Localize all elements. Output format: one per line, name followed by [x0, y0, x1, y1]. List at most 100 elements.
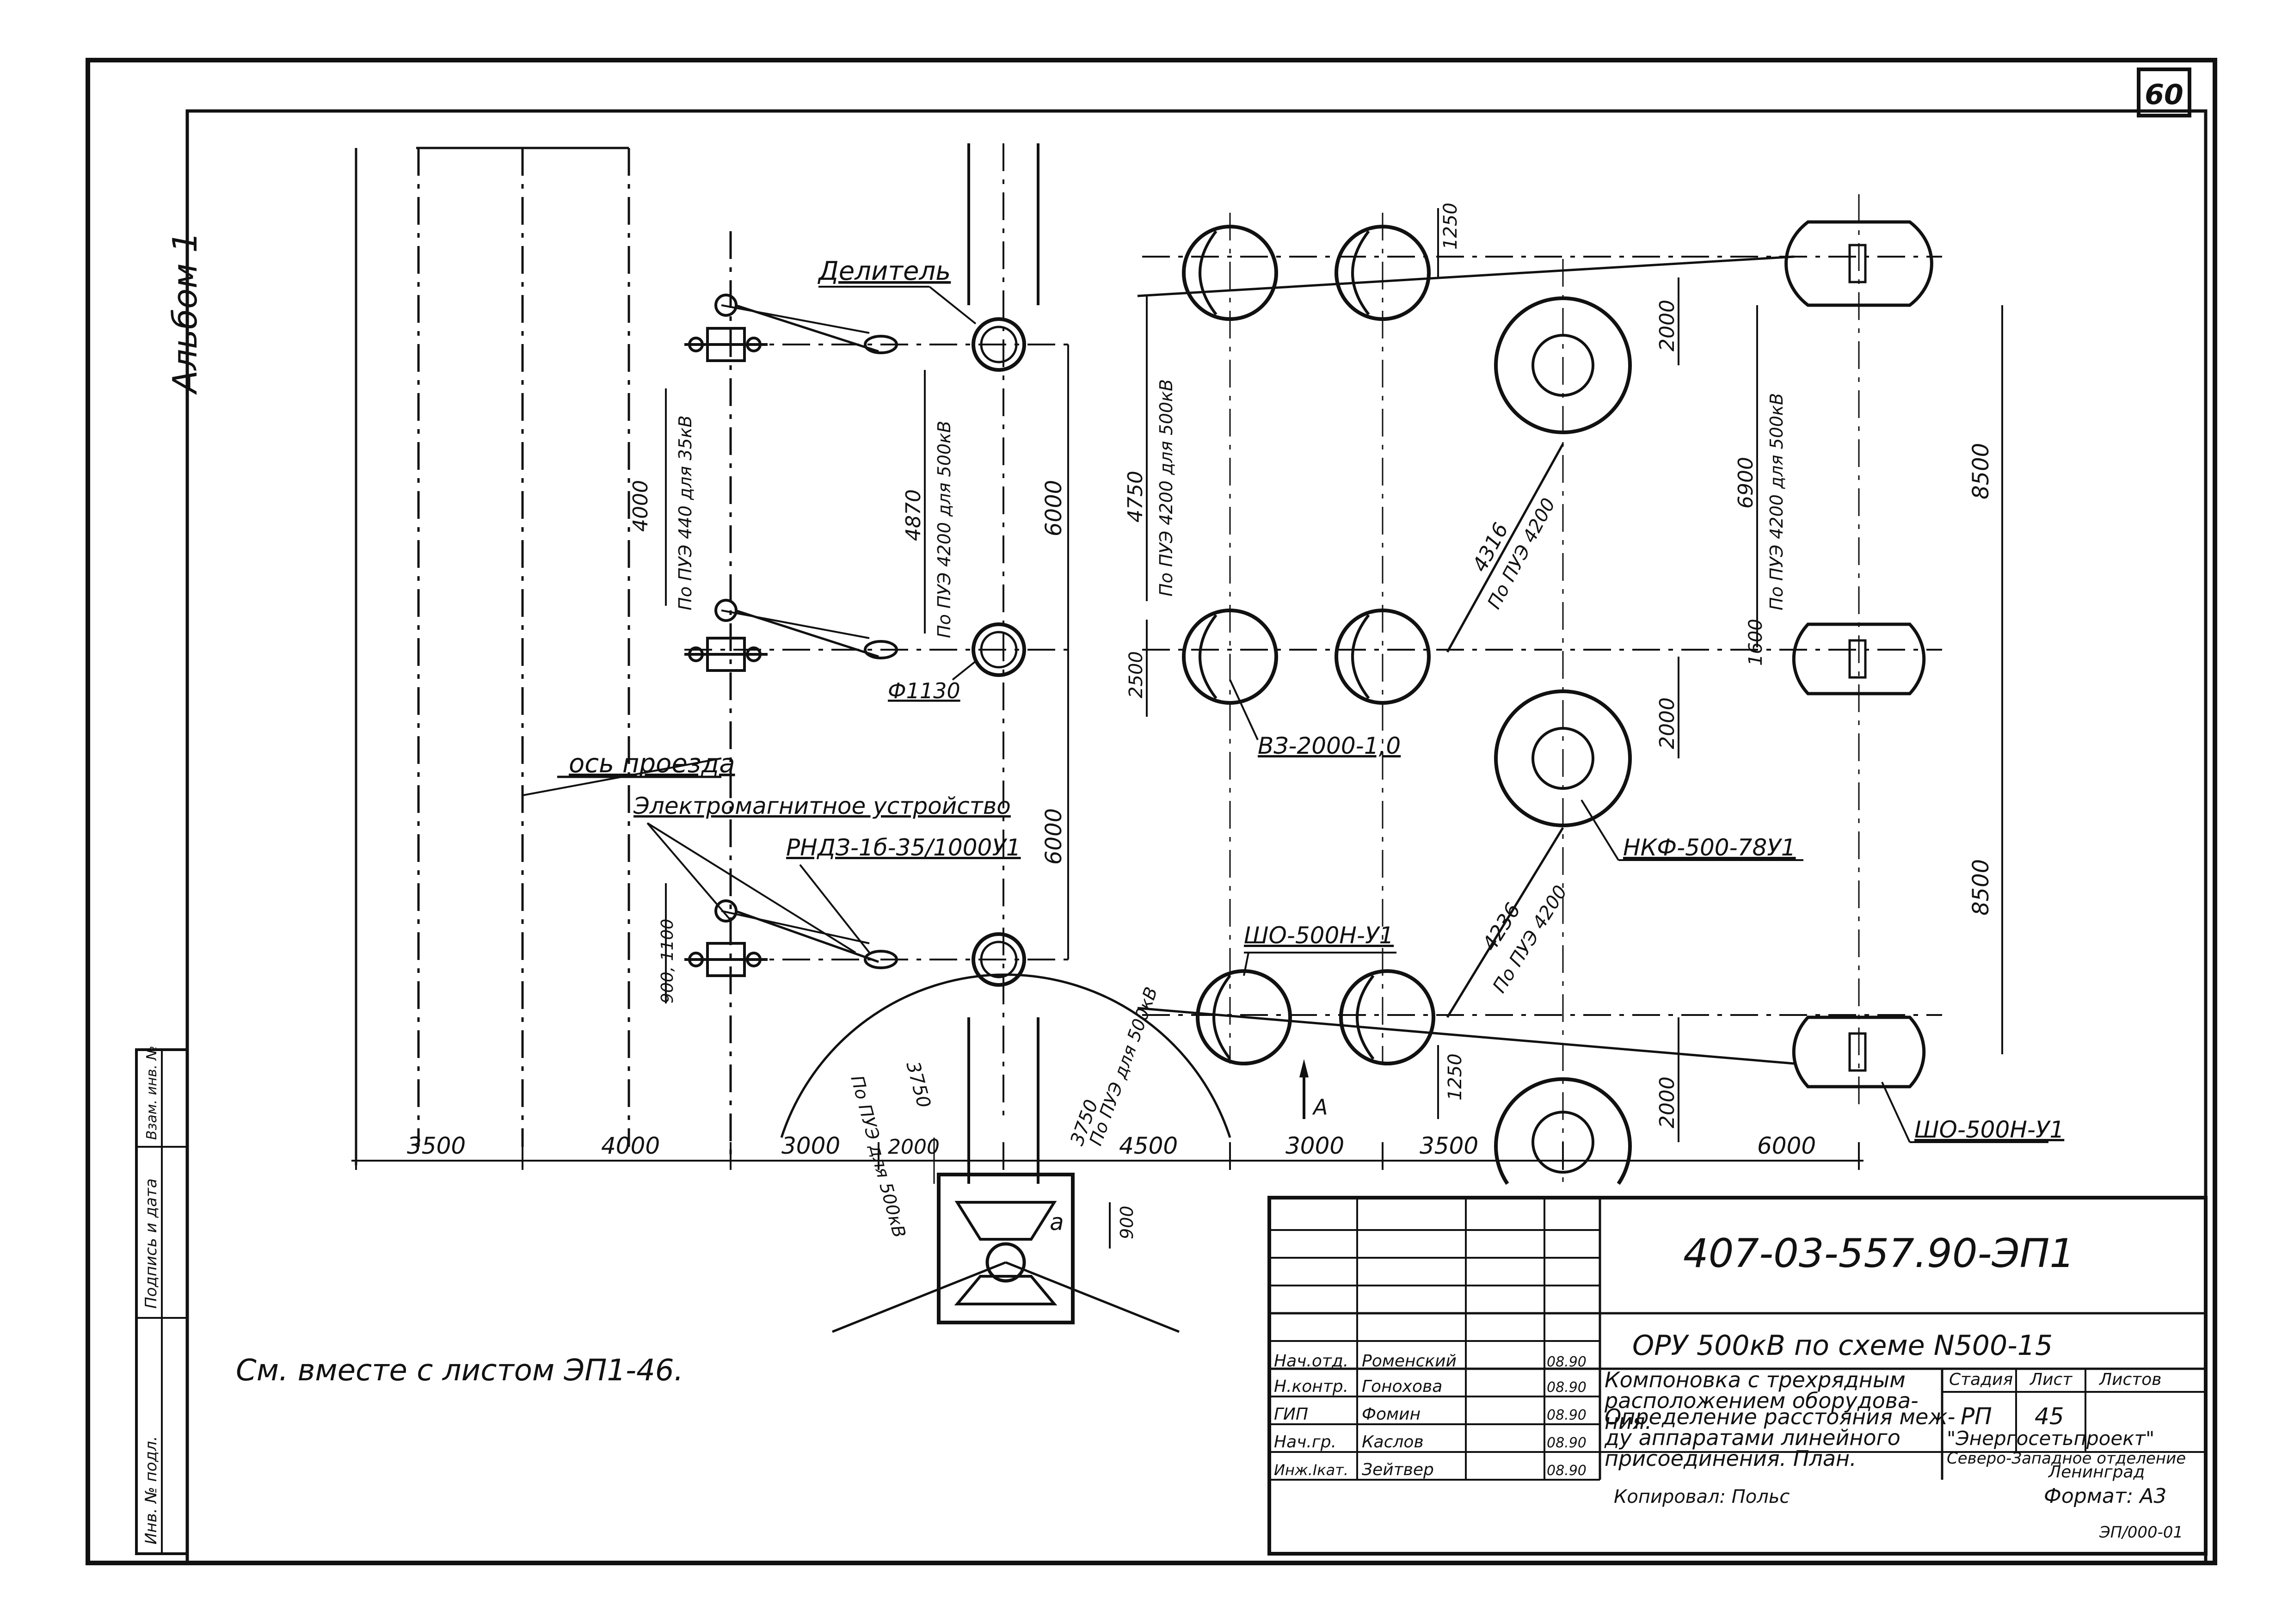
divider-insulator-1 [972, 317, 1026, 372]
trap-2 [1792, 622, 1926, 695]
dim-6900: 6900 [1734, 457, 1758, 509]
dim-1600: 1600 [1745, 619, 1766, 666]
vt-1 [1494, 296, 1632, 434]
date-5: 08.90 [1547, 1463, 1587, 1479]
date-1: 08.90 [1547, 1354, 1587, 1370]
divider-insulator-3 [972, 932, 1026, 987]
name-2: Гонохова [1362, 1377, 1442, 1396]
dim-4870: 4870 [902, 489, 925, 541]
sho-label-1: ШО-500Н-У1 [1244, 922, 1394, 949]
dim-4200b: По ПУЭ 4200 для 500кВ [1156, 379, 1176, 597]
phi-label: Ф1130 [888, 678, 960, 703]
breakers: ВЗ-2000-1,0 ШО-500Н-У1 [1137, 213, 1942, 1065]
voltage-transformers: НКФ-500-78У1 [1446, 259, 1803, 1185]
sheet-number-box [2137, 68, 2191, 117]
side-stamp-inv: Инв. № подл. [142, 1436, 160, 1544]
dim-6000b: 6000 [1757, 1132, 1816, 1159]
arrow-a-label: А [1312, 1095, 1328, 1120]
breaker-bot-right [1339, 969, 1435, 1065]
desc2-line1: Определение расстояния меж- [1605, 1404, 1955, 1429]
disconnector-1 [684, 294, 879, 362]
name-3: Фомин [1362, 1405, 1421, 1424]
drawing-title: ОРУ 500кВ по схеме N500-15 [1632, 1329, 2053, 1362]
desc2-line3: присоединения. План. [1605, 1446, 1857, 1471]
org-line1: "Энергосетьпроект" [1947, 1427, 2154, 1450]
dim-900-1100: 900, 1100 [658, 919, 677, 1003]
dim-3000a: 3000 [781, 1132, 840, 1159]
dim-6000v1: 6000 [1041, 480, 1067, 536]
copied-by: Копировал: Польс [1614, 1486, 1790, 1507]
title-block: 407-03-557.90-ЭП1 ОРУ 500кВ по схеме N50… [1267, 1196, 2208, 1556]
dim-3500: 3500 [407, 1132, 466, 1159]
role-5: Инж.Iкат. [1274, 1461, 1348, 1479]
trap-3 [1792, 1015, 1926, 1089]
left-dims: 4000 По ПУЭ 440 для 35кВ 4870 По ПУЭ 420… [629, 344, 1069, 1003]
side-stamp: Инв. № подл. Подпись и дата Взам. инв. № [135, 1046, 189, 1555]
sho-label-2: ШО-500Н-У1 [1914, 1116, 2064, 1143]
rnd-label: РНДЗ-1б-35/1000У1 [786, 834, 1021, 861]
sheet-head: Лист [2029, 1370, 2073, 1389]
dim-1250a: 1250 [1440, 203, 1461, 250]
dim-4500: 4500 [1119, 1132, 1178, 1159]
date-2: 08.90 [1547, 1379, 1587, 1396]
role-4: Нач.гр. [1274, 1433, 1336, 1452]
format-label: Формат: А3 [2044, 1484, 2166, 1508]
divider-insulator-2 [972, 622, 1026, 677]
stage-head: Стадия [1949, 1370, 2013, 1389]
name-5: Зейтвер [1362, 1460, 1434, 1479]
disconnector-2 [684, 599, 879, 672]
sheet-value: 45 [2035, 1403, 2064, 1430]
dim-4000v: 4000 [629, 480, 652, 532]
dim-3000b: 3000 [1285, 1132, 1344, 1159]
divider-column: Делитель Ф1130 РНДЗ-1б-35/1000У1 [684, 143, 1068, 1184]
em-device-label: Электромагнитное устройство [633, 793, 1011, 819]
dim-4750: 4750 [1124, 471, 1147, 523]
divider-label: Делитель [817, 256, 951, 286]
dim-4200c: По ПУЭ 4200 для 500кВ [1766, 393, 1787, 610]
drive-axis-area: ось проезда [355, 147, 735, 1165]
drive-axis-label: ось проезда [569, 749, 735, 779]
sheets-head: Листов [2098, 1370, 2161, 1389]
dim-4200a: По ПУЭ 4200 для 500кВ [934, 421, 954, 638]
name-1: Роменский [1362, 1352, 1457, 1371]
date-4: 08.90 [1547, 1435, 1587, 1451]
desc1-line2: расположением оборудова- [1604, 1388, 1919, 1413]
date-3: 08.90 [1547, 1407, 1587, 1423]
arc-right-label: По ПУЭ для 500кВ [1085, 984, 1162, 1149]
sheet-number: 60 [2145, 79, 2183, 111]
dim-900: 900 [1117, 1206, 1137, 1239]
dim-8500a: 8500 [1968, 443, 1994, 499]
arc-left-val: 3750 [902, 1059, 935, 1110]
trap-1 [1784, 220, 1933, 307]
line-traps: ШО-500Н-У1 [1784, 194, 2064, 1143]
vt-3 [1494, 1077, 1632, 1185]
faint-code: ЭП/000-01 [2099, 1523, 2183, 1542]
dim-2000v2: 2000 [1655, 697, 1679, 749]
dim-6000v2: 6000 [1041, 808, 1067, 865]
bottom-dim-chain: 3500 4000 3000 2000 4500 3000 3500 6000 [351, 1132, 1863, 1170]
dim-1250b: 1250 [1445, 1053, 1466, 1101]
bottom-portal: а 900 По ПУЭ для 500кВ 3750 По ПУЭ для 5… [780, 973, 1328, 1333]
side-stamp-replace: Взам. инв. № [144, 1046, 160, 1140]
role-1: Нач.отд. [1274, 1352, 1348, 1371]
point-a-label: а [1050, 1209, 1064, 1236]
portal-pole [985, 1242, 1026, 1283]
dim-440: По ПУЭ 440 для 35кВ [675, 415, 695, 610]
vt-2 [1494, 689, 1632, 827]
dim-2500: 2500 [1125, 651, 1147, 698]
org-line2: Северо-Западное отделение [1947, 1449, 2186, 1468]
dim-2000v3: 2000 [1655, 1077, 1679, 1128]
disconnector-3 [684, 899, 879, 977]
name-4: Каслов [1362, 1433, 1424, 1452]
dim-2000a: 2000 [888, 1135, 940, 1159]
desc2-line2: ду аппаратами линейного [1604, 1425, 1900, 1450]
breaker-label: ВЗ-2000-1,0 [1258, 732, 1401, 759]
desc1-line3: ния. [1605, 1409, 1652, 1434]
dim-3500b: 3500 [1420, 1132, 1478, 1159]
nkf-label: НКФ-500-78У1 [1623, 834, 1796, 861]
role-2: Н.контр. [1274, 1377, 1348, 1396]
org-line3: Ленинград [2048, 1463, 2145, 1482]
desc1-line1: Компоновка с трехрядным [1605, 1367, 1906, 1392]
